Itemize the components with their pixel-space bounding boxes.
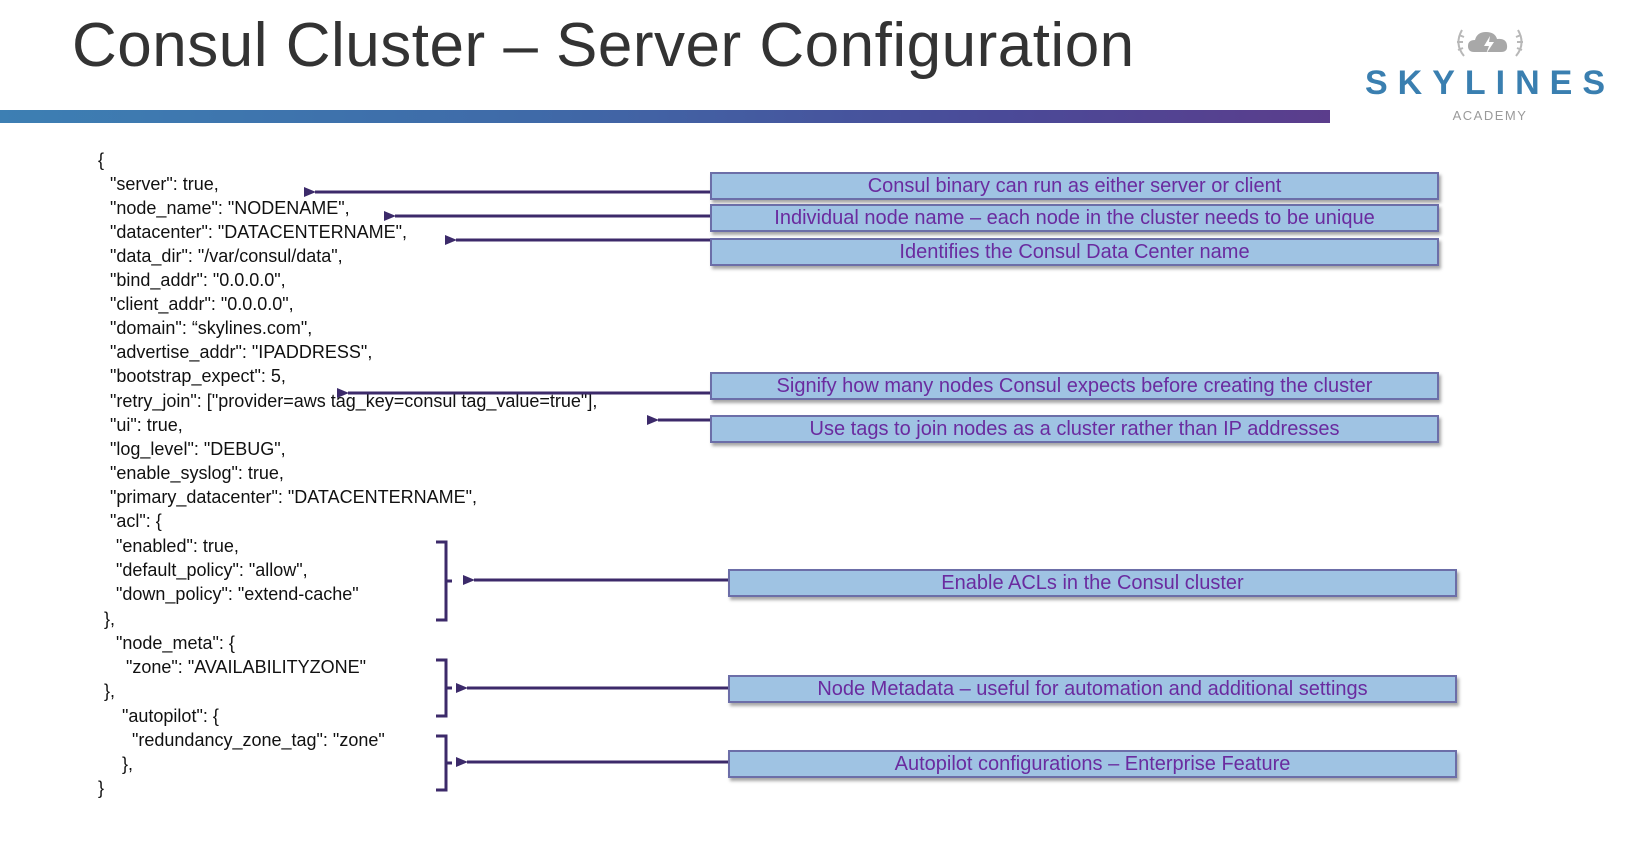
code-line: "server": true, bbox=[110, 174, 219, 194]
callout-node-name: Individual node name – each node in the … bbox=[710, 204, 1439, 232]
code-line: "ui": true, bbox=[110, 415, 183, 435]
code-line: { bbox=[98, 150, 105, 170]
code-line: "enabled": true, bbox=[116, 536, 239, 556]
code-line: "node_name": "NODENAME", bbox=[110, 198, 350, 218]
code-line: "bootstrap_expect": 5, bbox=[110, 366, 286, 386]
code-line: "bind_addr": "0.0.0.0", bbox=[110, 270, 286, 290]
code-line: } bbox=[98, 778, 105, 798]
callout-server: Consul binary can run as either server o… bbox=[710, 172, 1439, 200]
code-line: "default_policy": "allow", bbox=[116, 560, 308, 580]
code-line: }, bbox=[104, 681, 116, 701]
code-line: }, bbox=[104, 609, 116, 629]
code-line: "domain": “skylines.com", bbox=[110, 318, 313, 338]
code-line: "down_policy": "extend-cache" bbox=[116, 584, 359, 604]
code-line: "autopilot": { bbox=[122, 706, 219, 726]
code-line: }, bbox=[122, 754, 134, 774]
logo-wordmark: SKYLINES bbox=[1364, 64, 1616, 102]
code-line: "datacenter": "DATACENTERNAME", bbox=[110, 222, 407, 242]
slide-title: Consul Cluster – Server Configuration bbox=[72, 11, 1135, 80]
code-line: "data_dir": "/var/consul/data", bbox=[110, 246, 343, 266]
callout-datacenter: Identifies the Consul Data Center name bbox=[710, 238, 1439, 266]
skylines-logo: SKYLINES ACADEMY bbox=[1355, 22, 1625, 132]
code-line: "redundancy_zone_tag": "zone" bbox=[132, 730, 385, 750]
cloud-laurel-icon bbox=[1457, 29, 1523, 57]
code-line: "advertise_addr": "IPADDRESS", bbox=[110, 342, 373, 362]
callout-bootstrap-expect: Signify how many nodes Consul expects be… bbox=[710, 372, 1439, 400]
code-line: "enable_syslog": true, bbox=[110, 463, 284, 483]
callout-acl: Enable ACLs in the Consul cluster bbox=[728, 569, 1457, 597]
callout-retry-join: Use tags to join nodes as a cluster rath… bbox=[710, 415, 1439, 443]
header-gradient-bar bbox=[0, 110, 1330, 123]
code-line: "acl": { bbox=[110, 511, 162, 531]
code-line: "node_meta": { bbox=[116, 633, 235, 653]
autopilot-brace bbox=[436, 734, 452, 792]
callout-node-meta: Node Metadata – useful for automation an… bbox=[728, 675, 1457, 703]
code-line: "client_addr": "0.0.0.0", bbox=[110, 294, 294, 314]
logo-subtitle: ACADEMY bbox=[1452, 108, 1528, 123]
code-line: "zone": "AVAILABILITYZONE" bbox=[126, 657, 366, 677]
acl-brace bbox=[436, 540, 452, 622]
code-line: "retry_join": ["provider=aws tag_key=con… bbox=[110, 391, 598, 411]
code-line: "primary_datacenter": "DATACENTERNAME", bbox=[110, 487, 477, 507]
code-line: "log_level": "DEBUG", bbox=[110, 439, 286, 459]
node-meta-brace bbox=[436, 658, 452, 718]
callout-autopilot: Autopilot configurations – Enterprise Fe… bbox=[728, 750, 1457, 778]
